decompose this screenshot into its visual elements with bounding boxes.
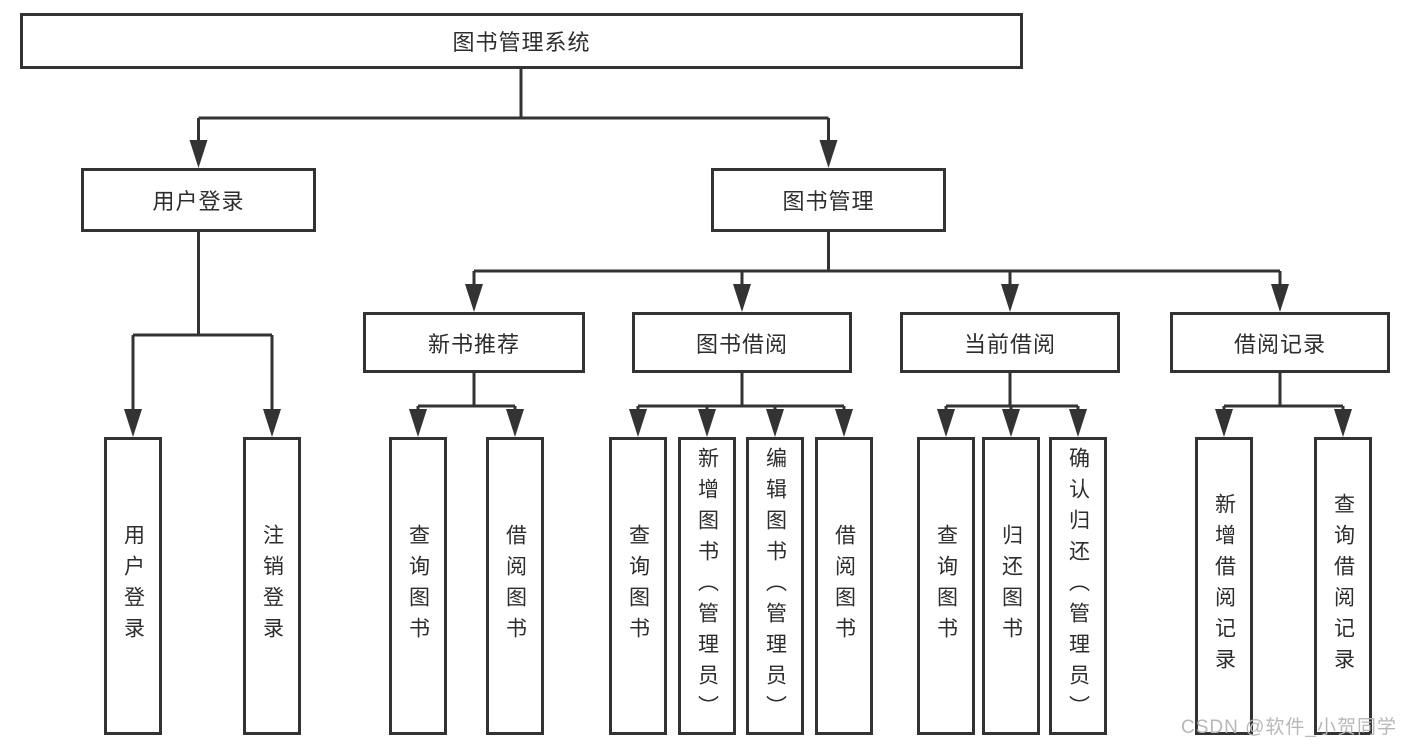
node-label: 归还图书 <box>999 524 1023 648</box>
node-label: 查询借阅记录 <box>1331 493 1355 679</box>
arrowhead-icon <box>124 409 142 437</box>
arrowhead-icon <box>1215 409 1233 437</box>
arrowhead-icon <box>819 140 838 168</box>
node-label: 当前借阅 <box>963 331 1056 357</box>
node-book-borrow: 图书借阅 <box>632 312 852 373</box>
node-label: 用户登录 <box>121 524 145 648</box>
leaf-br-add-record: 新增借阅记录 <box>1195 437 1253 735</box>
node-new-book-recommend: 新书推荐 <box>363 312 585 373</box>
node-user-login: 用户登录 <box>81 168 316 232</box>
arrowhead-icon <box>835 409 853 437</box>
node-current-borrow: 当前借阅 <box>900 312 1120 373</box>
arrowhead-icon <box>189 140 208 168</box>
arrowhead-icon <box>1069 409 1087 437</box>
leaf-bb-borrow-books: 借阅图书 <box>815 437 873 735</box>
leaf-nb-borrow-books: 借阅图书 <box>486 437 544 735</box>
arrowhead-icon <box>1334 409 1352 437</box>
node-label: 图书借阅 <box>695 331 788 357</box>
node-label: 新书推荐 <box>427 331 520 357</box>
leaf-br-query-record: 查询借阅记录 <box>1314 437 1372 735</box>
watermark: CSDN @软件_小贺同学 <box>1181 717 1397 738</box>
node-root: 图书管理系统 <box>20 13 1023 69</box>
leaf-bb-edit-books-admin: 编辑图书（管理员） <box>746 437 804 735</box>
node-label: 借阅图书 <box>503 524 527 648</box>
node-label: 新增图书（管理员） <box>695 446 719 726</box>
arrowhead-icon <box>1001 284 1019 312</box>
node-label: 用户登录 <box>152 189 245 214</box>
arrowhead-icon <box>409 409 427 437</box>
node-label: 查询图书 <box>626 524 650 648</box>
arrowhead-icon <box>1271 284 1289 312</box>
arrowhead-icon <box>263 409 281 437</box>
connector-path <box>131 69 1345 431</box>
arrowhead-icon <box>698 409 716 437</box>
arrowhead-icon <box>1002 409 1020 437</box>
node-book-management: 图书管理 <box>711 168 946 232</box>
leaf-user-login: 用户登录 <box>104 437 162 735</box>
node-label: 注销登录 <box>260 524 284 648</box>
arrowhead-icon <box>465 284 483 312</box>
arrowhead-icon <box>937 409 955 437</box>
node-label: 图书管理系统 <box>452 30 591 55</box>
node-label: 查询图书 <box>406 524 430 648</box>
node-label: 借阅图书 <box>832 524 856 648</box>
leaf-nb-query-books: 查询图书 <box>389 437 447 735</box>
node-label: 确认归还（管理员） <box>1066 446 1090 726</box>
node-label: 借阅记录 <box>1233 331 1326 357</box>
arrowhead-icon <box>629 409 647 437</box>
arrowhead-icon <box>733 284 751 312</box>
node-label: 新增借阅记录 <box>1212 493 1236 679</box>
leaf-cb-query-books: 查询图书 <box>917 437 975 735</box>
arrowhead-icon <box>766 409 784 437</box>
leaf-bb-query-books: 查询图书 <box>609 437 667 735</box>
node-label: 图书管理 <box>782 189 875 214</box>
arrowhead-icon <box>506 409 524 437</box>
node-label: 编辑图书（管理员） <box>763 446 787 726</box>
node-label: 查询图书 <box>934 524 958 648</box>
node-borrow-records: 借阅记录 <box>1170 312 1390 373</box>
leaf-logout: 注销登录 <box>243 437 301 735</box>
leaf-cb-return-books: 归还图书 <box>982 437 1040 735</box>
leaf-cb-confirm-return-admin: 确认归还（管理员） <box>1049 437 1107 735</box>
leaf-bb-add-books-admin: 新增图书（管理员） <box>678 437 736 735</box>
